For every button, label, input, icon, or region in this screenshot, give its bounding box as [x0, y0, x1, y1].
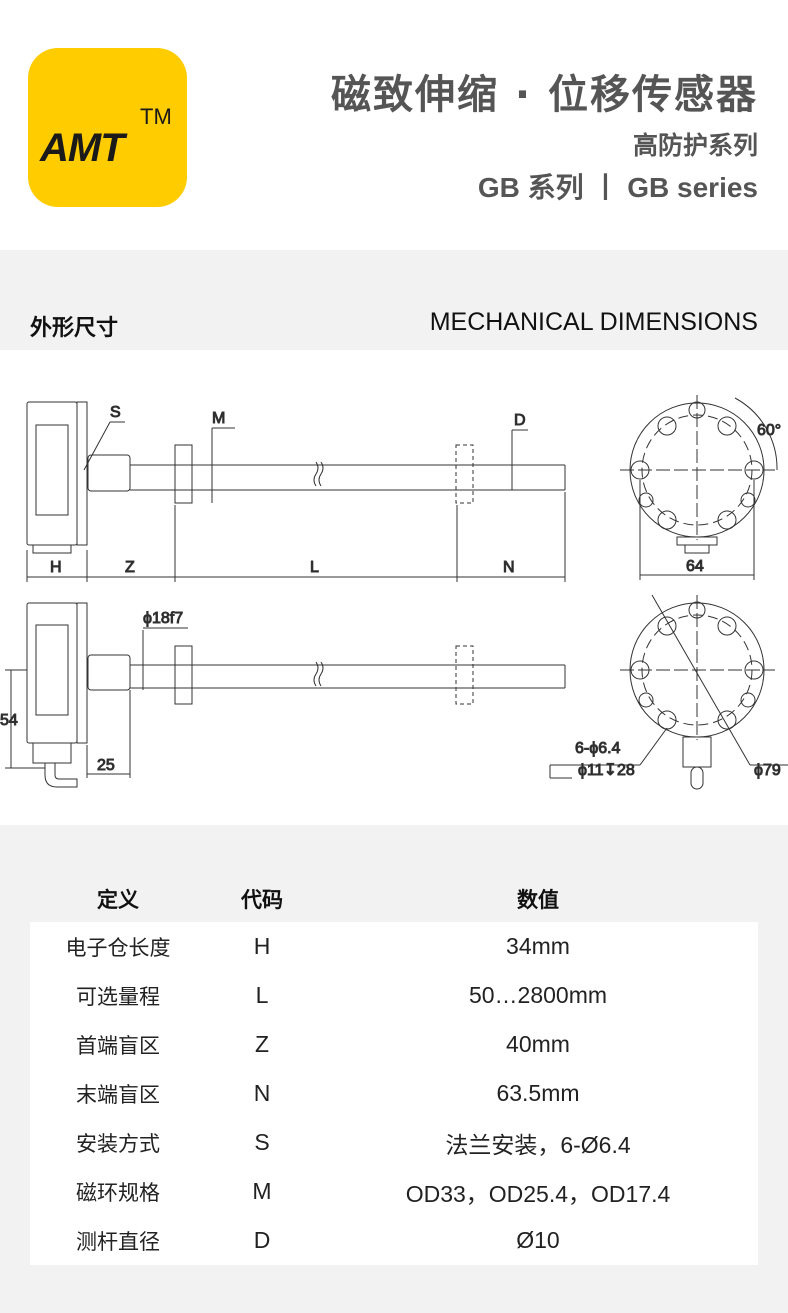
logo-text: AMT [40, 126, 125, 170]
spec-section: 定义 代码 数值 电子仓长度 H 34mm 可选量程 L 50…2800mm 首端盲区 Z… [0, 825, 788, 1313]
header-code: 代码 [241, 887, 283, 912]
label-z: Z [125, 559, 135, 576]
row-value: 50…2800mm [468, 982, 608, 1008]
label-height: 54 [0, 712, 18, 729]
label-counterbore: ϕ11↧28 [578, 762, 635, 779]
row-code: H [253, 933, 271, 959]
row-code: M [252, 1178, 272, 1204]
trademark: TM [140, 104, 172, 129]
row-code: N [253, 1080, 271, 1106]
label-n: N [503, 559, 515, 576]
section-header: 外形尺寸 MECHANICAL DIMENSIONS [0, 250, 788, 350]
table-row: 可选量程 L 50…2800mm [30, 971, 758, 1020]
end-view-top [620, 395, 778, 580]
label-d: D [514, 412, 526, 429]
row-value: Ø10 [516, 1227, 560, 1253]
page-subtitle: 高防护系列 [632, 131, 758, 160]
row-value: 34mm [506, 933, 570, 959]
row-name: 首端盲区 [76, 1033, 160, 1058]
section-title-cn: 外形尺寸 [30, 316, 119, 341]
row-name: 测杆直径 [76, 1229, 160, 1254]
amt-logo: AMT TM [28, 48, 187, 207]
table-row: 安装方式 S 法兰安装，6-Ø6.4 [30, 1118, 758, 1167]
label-holes: 6-ϕ6.4 [575, 740, 621, 757]
row-value: OD33，OD25.4，OD17.4 [405, 1180, 671, 1207]
row-code: L [255, 982, 269, 1008]
table-row: 磁环规格 M OD33，OD25.4，OD17.4 [30, 1167, 758, 1216]
row-value: 40mm [506, 1031, 570, 1057]
label-angle: 60° [757, 422, 781, 439]
header-value: 数值 [517, 887, 559, 912]
page-title: 磁致伸缩 · 位移传感器 [330, 72, 758, 118]
row-name: 磁环规格 [76, 1180, 160, 1205]
table-header: 定义 代码 数值 [30, 875, 758, 922]
row-value: 63.5mm [496, 1080, 580, 1106]
table-row: 测杆直径 D Ø10 [30, 1216, 758, 1265]
mechanical-drawing: S M D H Z L N 60° 64 ϕ18f7 54 25 [0, 395, 788, 790]
end-view-bottom [549, 594, 788, 790]
label-width: 64 [686, 558, 704, 575]
side-view-bottom [5, 602, 566, 788]
spec-table: 电子仓长度 H 34mm 可选量程 L 50…2800mm 首端盲区 Z 40mm 末端盲区… [30, 922, 758, 1265]
label-h: H [50, 559, 62, 576]
series-label: GB 系列 丨 GB series [477, 172, 758, 203]
section-title-en: MECHANICAL DIMENSIONS [429, 308, 758, 336]
table-row: 首端盲区 Z 40mm [30, 1020, 758, 1069]
label-offset: 25 [97, 757, 115, 774]
label-l: L [310, 559, 319, 576]
side-view-top [26, 401, 566, 582]
label-flange-dia: ϕ79 [754, 762, 781, 779]
label-m: M [212, 410, 225, 427]
row-code: D [253, 1227, 271, 1253]
row-name: 电子仓长度 [65, 935, 171, 960]
row-name: 末端盲区 [76, 1082, 160, 1107]
header-definition: 定义 [97, 887, 139, 912]
label-s: S [110, 404, 121, 421]
row-code: S [254, 1129, 270, 1155]
table-row: 电子仓长度 H 34mm [30, 922, 758, 971]
table-row: 末端盲区 N 63.5mm [30, 1069, 758, 1118]
row-value: 法兰安装，6-Ø6.4 [445, 1131, 631, 1158]
row-code: Z [254, 1031, 270, 1057]
row-name: 安装方式 [76, 1131, 160, 1156]
row-name: 可选量程 [76, 984, 160, 1009]
label-rod-dia: ϕ18f7 [143, 610, 183, 627]
